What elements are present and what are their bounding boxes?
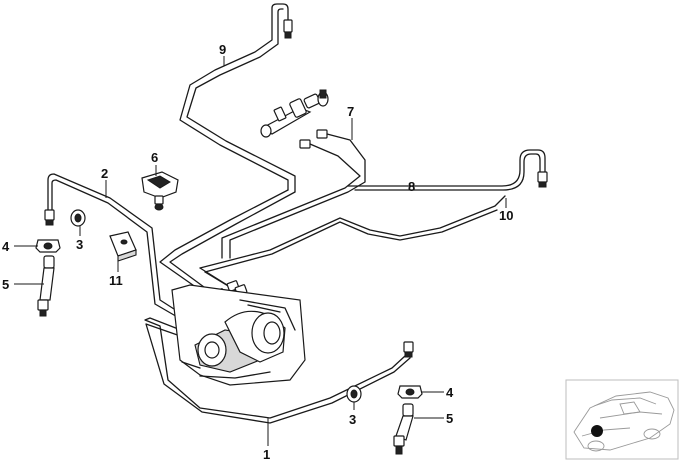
brake-pipe-8[interactable] [347, 149, 548, 191]
callout-4-right: 4 [446, 385, 454, 400]
part-4-clip-left[interactable] [35, 239, 61, 253]
car-location-thumbnail [565, 379, 679, 460]
callout-10: 10 [499, 208, 513, 223]
callout-2: 2 [101, 166, 108, 181]
part-5-hose-left[interactable] [37, 255, 55, 317]
callout-7: 7 [347, 104, 354, 119]
brake-fitting-center[interactable] [260, 89, 329, 138]
callout-11: 11 [109, 273, 123, 288]
part-4-clip-right[interactable] [397, 385, 423, 399]
leader-lines [14, 56, 507, 446]
callout-5-left: 5 [2, 277, 9, 292]
callout-5-right: 5 [446, 411, 453, 426]
part-3-grommet-left[interactable] [70, 209, 86, 227]
callout-6: 6 [151, 150, 158, 165]
brake-pipe-9[interactable] [179, 3, 296, 193]
part-6-sensor[interactable] [141, 171, 179, 211]
abs-hydraulic-unit[interactable] [171, 284, 306, 386]
part-3-grommet-right[interactable] [346, 385, 362, 403]
location-marker-icon [591, 425, 603, 437]
callout-8: 8 [408, 179, 415, 194]
brake-pipe-10[interactable] [199, 195, 506, 273]
callout-1: 1 [263, 447, 270, 461]
callout-3-right: 3 [349, 412, 356, 427]
callout-labels: 1 2 3 3 4 4 5 5 6 7 8 9 10 11 [2, 42, 513, 461]
part-11-mount[interactable] [109, 231, 137, 262]
callout-4-left: 4 [2, 239, 10, 254]
part-5-hose-right[interactable] [393, 403, 414, 455]
brake-pipe-7[interactable] [221, 129, 366, 259]
callout-9: 9 [219, 42, 226, 57]
callout-3-left: 3 [76, 237, 83, 252]
